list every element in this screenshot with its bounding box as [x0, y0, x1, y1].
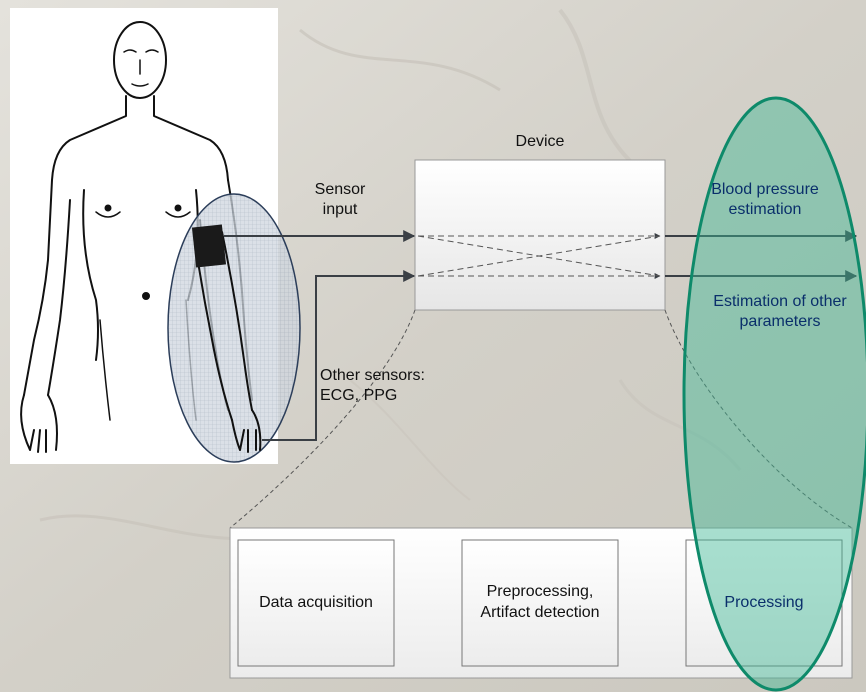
other-sensors-arrow [262, 276, 414, 440]
stage-label-processing: Processing [686, 540, 842, 666]
other-parameters-label: Estimation of other parameters [700, 292, 860, 332]
stage-label-preprocessing: Preprocessing, Artifact detection [462, 540, 618, 666]
other-sensors-label: Other sensors: ECG, PPG [320, 366, 440, 406]
sensor-input-label: Sensor input [300, 180, 380, 220]
device-box [415, 160, 665, 310]
device-title: Device [500, 132, 580, 152]
stage-label-data-acquisition: Data acquisition [238, 540, 394, 666]
blood-pressure-label: Blood pressure estimation [700, 180, 830, 220]
